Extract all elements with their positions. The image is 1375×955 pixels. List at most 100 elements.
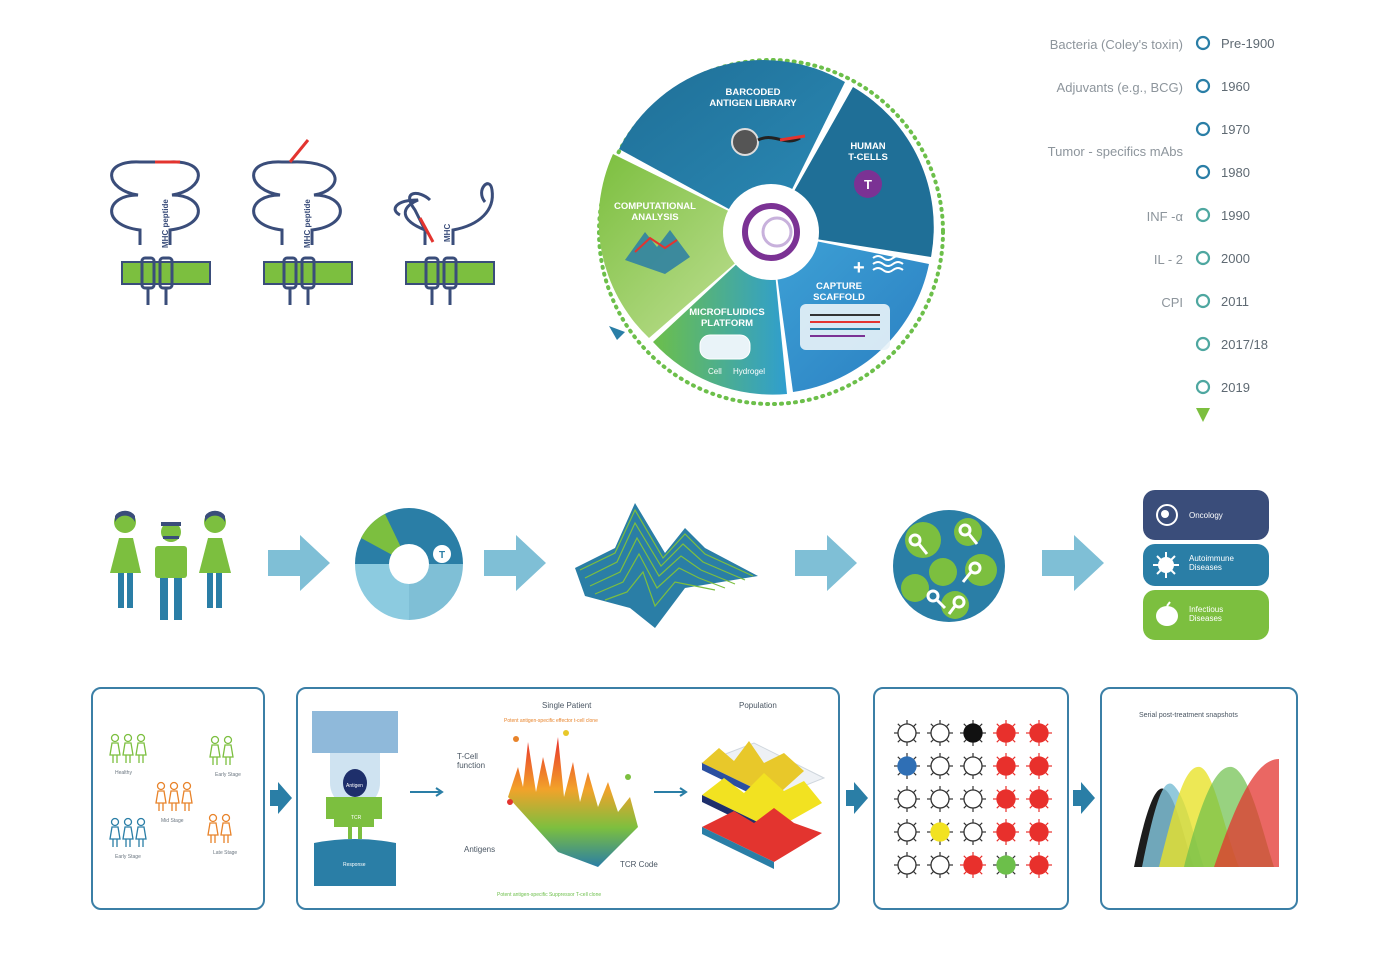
timeline-year: 1960 (1221, 79, 1250, 94)
grid-cell-white (894, 786, 920, 812)
cell-membrane-3 (405, 261, 495, 285)
timeline-year: 2017/18 (1221, 337, 1268, 352)
grid-cell-white (927, 753, 953, 779)
segment-computational-analysis (598, 154, 771, 338)
grid-cell-white (927, 786, 953, 812)
cell-membrane-2 (263, 261, 353, 285)
timeline-node-1 (1195, 78, 1211, 94)
patient-group: Healthy (109, 733, 148, 776)
grid-cell-red (993, 819, 1019, 845)
timeline-node-3 (1195, 164, 1211, 180)
infectious-button[interactable]: Infectious Diseases (1143, 590, 1269, 640)
grid-cell-red (993, 753, 1019, 779)
grid-cell-white (960, 819, 986, 845)
people-icon (209, 735, 234, 765)
patient-family-icon (110, 510, 231, 620)
patient-group: Early Stage (209, 735, 241, 778)
computational-label: COMPUTATIONAL (614, 201, 696, 212)
grid-cell-red (960, 852, 986, 878)
population-title: Population (739, 701, 777, 710)
timeline-year: 1980 (1221, 165, 1250, 180)
grid-cell-white (894, 852, 920, 878)
panel-tcell-analysis: Antigen TCR Response T-Cell function Sin… (296, 687, 840, 910)
barcoded-label-2: ANTIGEN LIBRARY (709, 98, 797, 109)
arrow-4 (1042, 535, 1104, 591)
human-tcells-label: HUMAN (850, 141, 885, 152)
mhc-structure-1 (110, 160, 200, 245)
serial-snapshots-title: Serial post-treatment snapshots (1139, 712, 1238, 719)
autoimmune-button[interactable]: Autoimmune Diseases (1143, 544, 1269, 586)
timeline-line (1195, 30, 1211, 422)
cell-membrane-1 (121, 261, 211, 285)
grid-cell-yellow (927, 819, 953, 845)
tcr-code-axis-label: TCR Code (620, 860, 658, 869)
panel-arrow-1 (270, 782, 292, 814)
patient-group: Mid Stage (155, 781, 194, 824)
tcell-function-label: T-Cell function (457, 752, 486, 770)
grid-cell-white (894, 720, 920, 746)
timeline-year: Pre-1900 (1221, 36, 1275, 51)
tcr-label: TCR (351, 815, 362, 821)
oncology-button[interactable]: Oncology (1143, 490, 1269, 540)
people-icon (207, 813, 232, 843)
microfluidics-chip (699, 334, 751, 360)
patient-group-label: Early Stage (115, 854, 141, 860)
panel-response-grid (873, 687, 1069, 910)
tcell-letter: T (864, 177, 872, 192)
oncology-icon (1156, 504, 1178, 526)
timeline-arrowhead (1196, 408, 1210, 422)
infectious-label: Infectious Diseases (1189, 605, 1224, 623)
autoimmune-label: Autoimmune Diseases (1189, 554, 1234, 572)
arrow-2 (484, 535, 546, 591)
grid-cell-red (993, 720, 1019, 746)
response-grid (894, 720, 1052, 878)
timeline-event: INF -α (1146, 209, 1183, 224)
suppressor-label: Potent antigen-specific Suppressor T-cel… (497, 892, 602, 898)
capture-label-2: SCAFFOLD (813, 292, 865, 303)
microfluidics-label: MICROFLUIDICS (689, 307, 764, 318)
capture-card (800, 304, 890, 350)
timeline-event: Adjuvants (e.g., BCG) (1056, 80, 1183, 95)
patient-group-label: Healthy (115, 770, 132, 776)
ring-arrowhead (609, 326, 625, 340)
grid-cell-red (1026, 753, 1052, 779)
computational-label-2: ANALYSIS (631, 212, 678, 223)
capture-label: CAPTURE (816, 281, 862, 292)
landscape-surface (575, 503, 758, 628)
grid-cell-red (1026, 852, 1052, 878)
panel-arrow-2 (846, 782, 868, 814)
mhc-diagram: MHC peptide MHC peptide MHC (110, 139, 495, 305)
grid-cell-green (993, 852, 1019, 878)
timeline-year: 2011 (1221, 294, 1249, 309)
people-icon (155, 781, 193, 811)
grid-cell-red (1026, 720, 1052, 746)
mini-wheel: T (355, 508, 463, 620)
panel-arrows (270, 782, 1095, 814)
timeline-year: 2000 (1221, 251, 1250, 266)
patient-group-label: Early Stage (215, 772, 241, 778)
cluster-circle (893, 510, 1005, 622)
tcell-icon (854, 170, 882, 198)
antigen-label: Antigen (346, 783, 363, 789)
patient-group: Late Stage (207, 813, 237, 856)
curve-red (1214, 759, 1279, 867)
grid-cell-white (960, 753, 986, 779)
grid-cell-white (894, 819, 920, 845)
grid-cell-red (1026, 819, 1052, 845)
grid-cell-white (960, 786, 986, 812)
antigens-axis-label: Antigens (464, 845, 496, 854)
single-patient-title: Single Patient (542, 701, 592, 710)
grid-cell-black (960, 720, 986, 746)
response-label: Response (343, 862, 366, 868)
mini-tcell-icon (433, 545, 451, 563)
timeline-node-5 (1195, 250, 1211, 266)
patient-group-label: Mid Stage (161, 818, 184, 824)
outer-dotted-ring (597, 58, 945, 406)
timeline-node-7 (1195, 336, 1211, 352)
timeline-node-4 (1195, 207, 1211, 223)
snapshot-curves (1134, 759, 1279, 867)
grid-cell-red (1026, 786, 1052, 812)
timeline-node-6 (1195, 293, 1211, 309)
mhc-structure-3 (393, 182, 494, 245)
